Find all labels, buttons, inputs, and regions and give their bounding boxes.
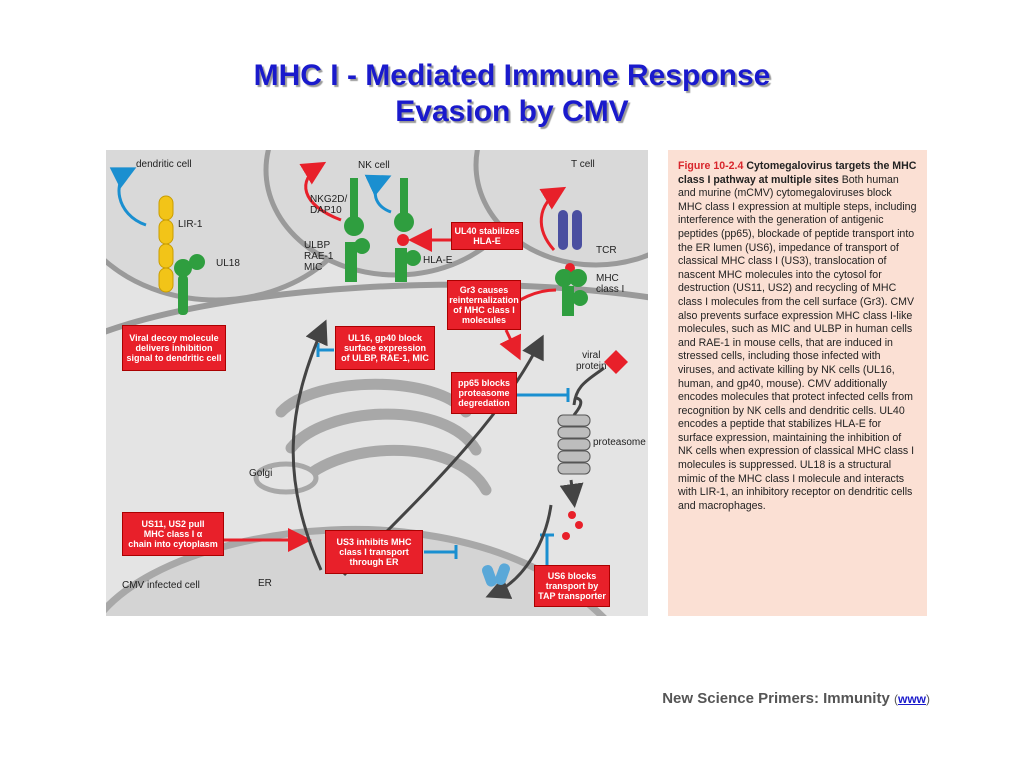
mhc-class-i-molecule	[555, 269, 588, 316]
ul40-box: UL40 stabilizes HLA-E	[451, 222, 523, 250]
er-label: ER	[258, 578, 272, 589]
ul18-molecule	[174, 254, 205, 315]
nk-inhibitory-receptor	[394, 178, 421, 282]
source-text: New Science Primers: Immunity	[662, 690, 890, 707]
title-line-2: Evasion by CMV	[395, 95, 629, 128]
infected-cell-membrane	[106, 281, 648, 335]
source-credit: New Science Primers: Immunity (www)	[662, 690, 930, 707]
us3-box: US3 inhibits MHC class I transport throu…	[325, 530, 423, 574]
lir1-receptor	[158, 195, 174, 293]
us11-box: US11, US2 pull MHC class I α chain into …	[122, 512, 224, 556]
nk-cell-label: NK cell	[358, 160, 390, 171]
t-cell-label: T cell	[571, 159, 595, 170]
peptide-fragment	[568, 511, 576, 519]
tap-transporter	[481, 563, 510, 587]
figure-number: Figure 10-2.4	[678, 160, 744, 172]
viral-protein	[604, 350, 628, 374]
viral-decoy-box: Viral decoy molecule delivers inhibition…	[122, 325, 226, 371]
figure-caption: Figure 10-2.4 Cytomegalovirus targets th…	[668, 150, 927, 616]
caption-body: Both human and murine (mCMV) cytomegalov…	[678, 173, 917, 512]
ul16-box: UL16, gp40 block surface expression of U…	[335, 326, 435, 370]
viral-protein-label: viral protein	[576, 350, 607, 372]
pp65-box: pp65 blocks proteasome degredation	[451, 372, 517, 414]
nkg2d-receptor	[344, 178, 370, 282]
golgi-label: Golgi	[249, 468, 273, 479]
proteasome-stack	[557, 414, 591, 475]
open-paren: (	[893, 692, 898, 706]
close-paren: )	[926, 692, 930, 706]
us6-box: US6 blocks transport by TAP transporter	[534, 565, 610, 607]
ul18-label: UL18	[216, 258, 240, 269]
golgi-stack	[275, 378, 472, 418]
diagram-artwork	[106, 150, 648, 616]
cmv-infected-cell-label: CMV infected cell	[122, 580, 200, 591]
lir1-label: LIR-1	[178, 219, 203, 230]
dendritic-cell-label: dendritic cell	[136, 159, 192, 170]
tcr-label: TCR	[596, 245, 617, 256]
slide-title: MHC I - Mediated Immune Response Evasion…	[0, 58, 1024, 130]
figure-title: Cytomegalovirus targets the MHC class I …	[678, 160, 917, 186]
title-line-1: MHC I - Mediated Immune Response	[253, 59, 771, 92]
nkg2d-label: NKG2D/ DAP10	[310, 194, 348, 216]
gr3-box: Gr3 causes reinternalization of MHC clas…	[447, 280, 521, 330]
proteasome-label: proteasome	[593, 437, 646, 448]
hla-e-label: HLA-E	[423, 255, 453, 266]
tcr-receptor	[558, 210, 582, 273]
ulbp-label: ULBP RAE-1 MIC	[304, 240, 334, 273]
cmv-pathway-diagram: dendritic cell NK cell T cell LIR-1 UL18…	[106, 150, 648, 616]
www-link[interactable]: www	[897, 692, 926, 706]
mhc-class-i-label: MHC class I	[596, 273, 625, 295]
